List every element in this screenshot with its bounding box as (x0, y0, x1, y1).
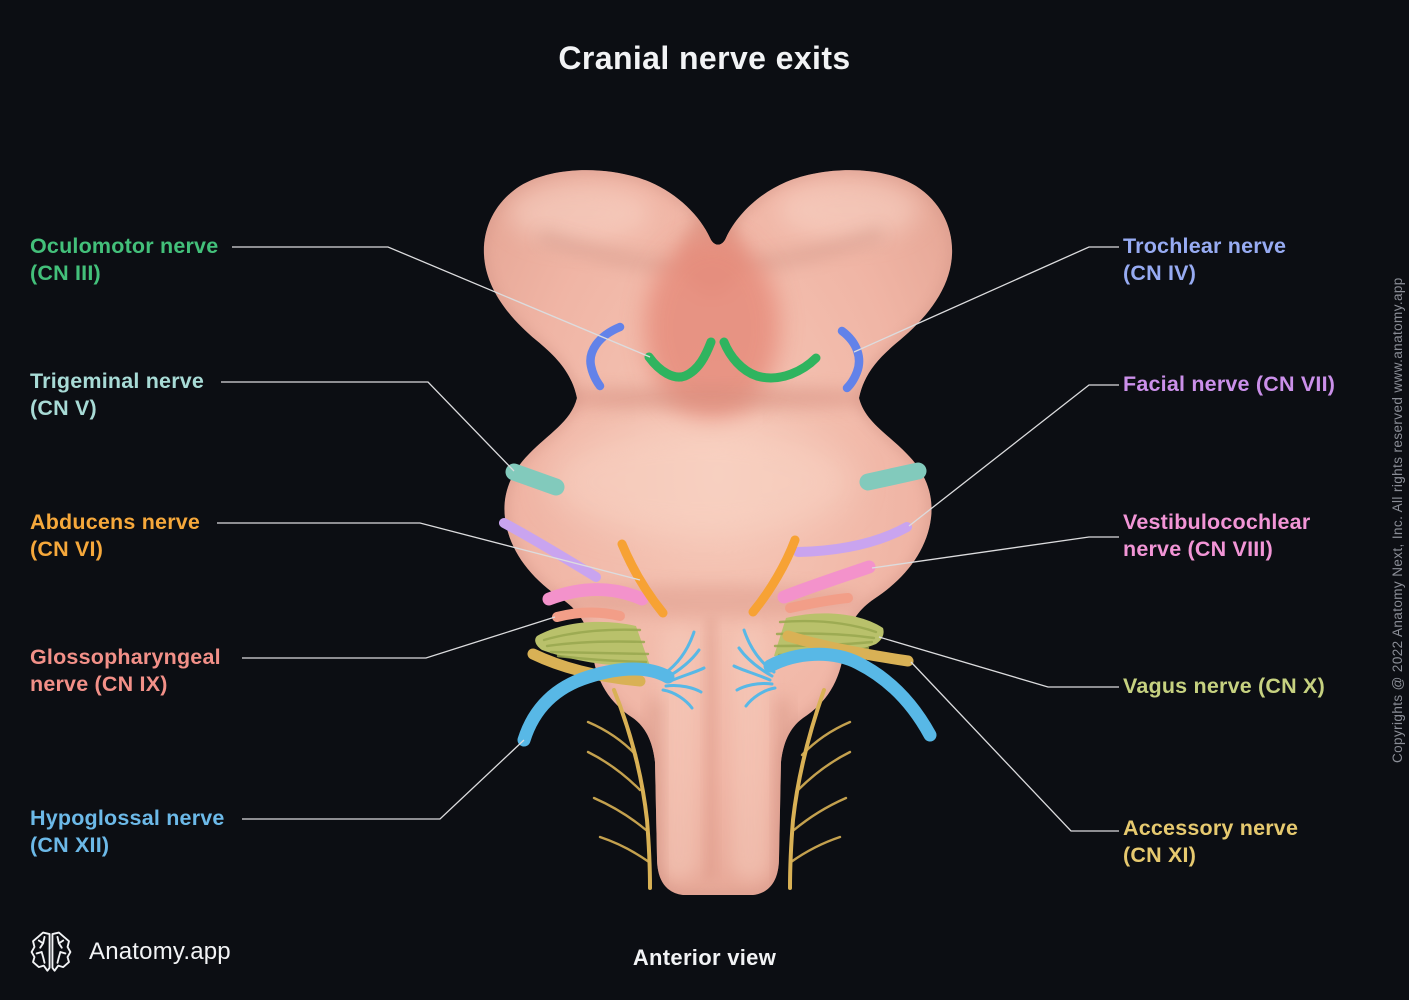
label-line: nerve (CN VIII) (1123, 537, 1273, 561)
leader-cn3 (232, 246, 651, 358)
cn5-nerve-graphic (505, 462, 927, 496)
label-vestibulocochlear-nerve: Vestibulocochlear nerve (CN VIII) (1123, 509, 1310, 563)
label-vagus-nerve: Vagus nerve (CN X) (1123, 673, 1325, 700)
label-line: (CN III) (30, 261, 101, 285)
label-line: nerve (CN IX) (30, 672, 168, 696)
brain-icon (30, 931, 72, 972)
label-trigeminal-nerve: Trigeminal nerve (CN V) (30, 368, 204, 422)
leader-cn8 (871, 536, 1119, 569)
leader-cn11 (910, 661, 1119, 832)
label-line: Trigeminal nerve (30, 369, 205, 393)
label-hypoglossal-nerve: Hypoglossal nerve (CN XII) (30, 805, 225, 859)
label-line: (CN VI) (30, 537, 104, 561)
leader-cn10 (878, 636, 1119, 688)
view-caption: Anterior view (632, 945, 777, 970)
label-line: Trochlear nerve (1123, 234, 1287, 258)
label-accessory-nerve: Accessory nerve (CN XI) (1123, 815, 1298, 869)
label-glossopharyngeal-nerve: Glossopharyngeal nerve (CN IX) (30, 644, 221, 698)
label-line: Abducens nerve (30, 510, 201, 534)
cn9-nerve-graphic (552, 593, 853, 622)
label-trochlear-nerve: Trochlear nerve (CN IV) (1123, 233, 1286, 287)
label-line: (CN IV) (1123, 261, 1197, 285)
label-line: Accessory nerve (1123, 816, 1299, 840)
leader-cn12 (242, 739, 525, 820)
label-line: (CN XI) (1123, 843, 1197, 867)
leader-cn4 (853, 246, 1119, 353)
spinal-rootlets-graphic (586, 688, 852, 890)
label-line: (CN XII) (30, 833, 110, 857)
label-line: Glossopharyngeal (30, 645, 221, 669)
label-line: Hypoglossal nerve (30, 806, 225, 830)
label-facial-nerve: Facial nerve (CN VII) (1123, 371, 1335, 398)
leader-cn7 (908, 384, 1119, 527)
label-line: Vestibulocochlear (1123, 510, 1311, 534)
cn7-nerve-graphic (499, 518, 912, 582)
cn3-nerve-graphic (644, 337, 821, 383)
label-abducens-nerve: Abducens nerve (CN VI) (30, 509, 200, 563)
leader-lines (217, 246, 1119, 832)
label-line: Vagus nerve (CN X) (1123, 674, 1325, 698)
leader-cn6 (217, 522, 641, 581)
brand-name: Anatomy.app (89, 938, 231, 965)
brand-logo: Anatomy.app (28, 929, 231, 975)
copyright-text: Copyrights @ 2022 Anatomy Next, Inc. All… (1390, 277, 1405, 763)
page-title: Cranial nerve exits (558, 40, 851, 76)
cn8-nerve-graphic (542, 560, 876, 606)
label-line: Facial nerve (CN VII) (1123, 372, 1336, 396)
cn12-nerve-graphic (517, 628, 937, 747)
leader-cn9 (242, 616, 556, 659)
cn4-nerve-graphic (586, 322, 864, 393)
cn10-nerve-graphic (535, 613, 884, 667)
label-oculomotor-nerve: Oculomotor nerve (CN III) (30, 233, 218, 287)
brainstem-body (483, 170, 953, 895)
cn11-nerve-graphic (527, 630, 914, 687)
leader-cn5 (221, 381, 515, 472)
label-line: (CN V) (30, 396, 97, 420)
label-line: Oculomotor nerve (30, 234, 219, 258)
